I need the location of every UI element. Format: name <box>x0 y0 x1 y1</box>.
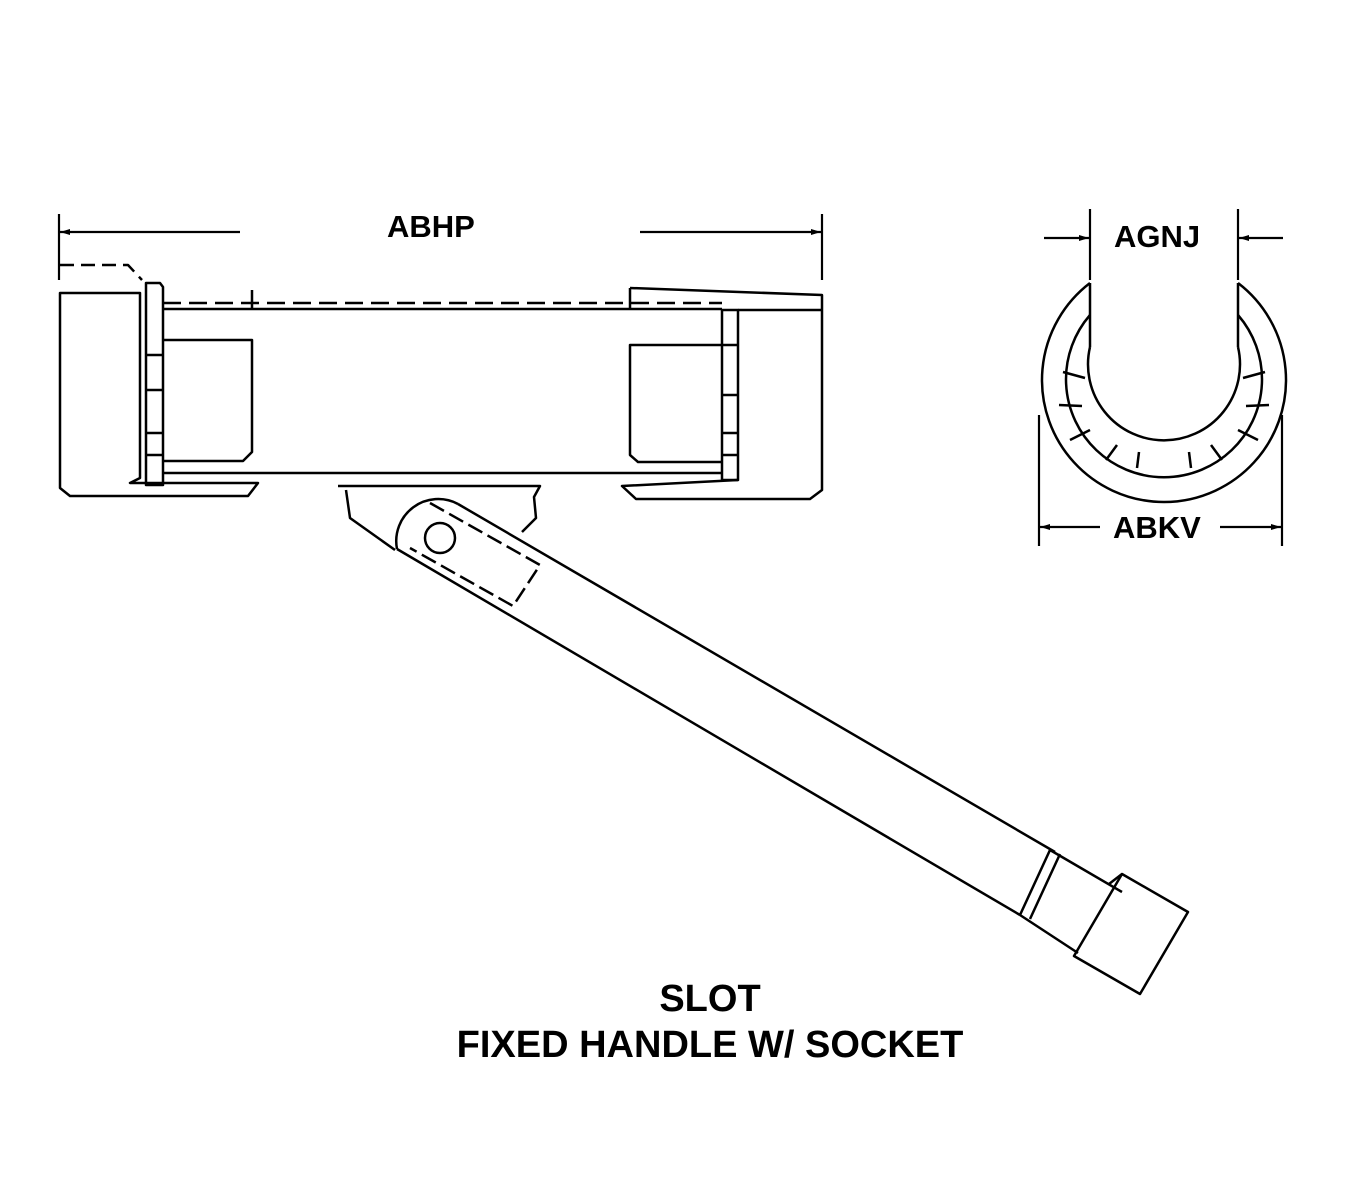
outer-ring <box>1040 282 1288 504</box>
socket-bore <box>1086 346 1242 442</box>
left-hidden-edge <box>60 263 143 281</box>
central-body <box>163 307 722 475</box>
side-view <box>58 263 1190 996</box>
end-view <box>1040 282 1288 504</box>
left-collar <box>144 281 165 487</box>
inner-ring <box>1064 314 1264 479</box>
right-end-cap <box>620 286 824 501</box>
handle-pivot-arc <box>395 497 459 550</box>
socket-neck <box>1019 848 1123 955</box>
hidden-slot <box>409 501 542 608</box>
dimension-label-agnj: AGNJ <box>1114 219 1201 254</box>
bore-segments <box>1058 370 1270 469</box>
socket-head <box>1072 872 1190 996</box>
caption-subtitle: FIXED HANDLE W/ SOCKET <box>456 1024 964 1066</box>
left-end-cap <box>58 291 260 498</box>
dimension-lines <box>57 209 1284 546</box>
handle-pivot-pin <box>423 521 457 555</box>
dimension-label-abkv: ABKV <box>1111 510 1203 545</box>
drawing-caption: SLOT FIXED HANDLE W/ SOCKET <box>330 976 1090 1068</box>
dimension-label-abhp: ABHP <box>383 211 479 242</box>
hinge-block <box>338 484 542 533</box>
right-jaw <box>628 343 722 464</box>
caption-title: SLOT <box>659 978 761 1020</box>
left-jaw <box>163 338 254 463</box>
handle-lever-body <box>457 502 1056 854</box>
